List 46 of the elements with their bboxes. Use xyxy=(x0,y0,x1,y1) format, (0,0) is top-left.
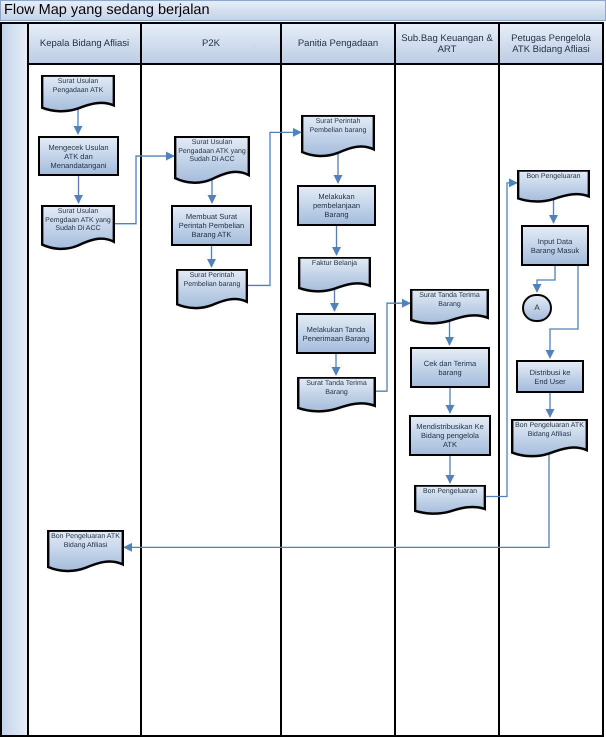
swimlane xyxy=(498,22,604,737)
arrow xyxy=(545,391,555,418)
node-label: A xyxy=(534,302,540,314)
document-shape xyxy=(41,75,115,113)
lane-header: Sub.Bag Keuangan & ART xyxy=(396,24,498,65)
process-box xyxy=(297,185,376,226)
process-box xyxy=(410,347,490,388)
document-shape xyxy=(517,170,590,203)
arrow xyxy=(115,152,175,224)
arrow xyxy=(445,386,455,414)
arrow xyxy=(376,298,411,392)
side-band xyxy=(0,22,29,737)
document-shape xyxy=(511,419,588,458)
document-shape xyxy=(47,530,124,573)
process-box xyxy=(516,360,584,393)
lane-header: Kepala Bidang Afliasi xyxy=(29,24,140,65)
arrow xyxy=(248,128,302,286)
arrow xyxy=(206,244,216,268)
arrow xyxy=(486,178,518,498)
swimlane xyxy=(140,22,282,737)
document-shape xyxy=(414,485,486,515)
arrow xyxy=(332,224,342,256)
document-shape xyxy=(174,136,250,185)
document-shape xyxy=(176,269,248,310)
arrow xyxy=(545,264,579,359)
arrow xyxy=(532,264,556,293)
arrow xyxy=(445,454,455,484)
swimlane xyxy=(280,22,396,737)
diagram-title: Flow Map yang sedang berjalan xyxy=(0,0,606,21)
document-shape xyxy=(297,377,376,413)
document-shape xyxy=(301,115,375,158)
arrow xyxy=(74,174,84,204)
document-shape xyxy=(41,205,115,251)
document-shape xyxy=(298,257,371,293)
arrow xyxy=(331,352,341,376)
lane-header: Petugas Pengelola ATK Bidang Afliasi xyxy=(500,24,602,65)
process-box xyxy=(171,205,252,246)
process-box xyxy=(521,225,589,266)
process-box xyxy=(296,313,376,354)
lane-header: P2K xyxy=(142,24,280,65)
process-box xyxy=(409,415,491,456)
document-shape xyxy=(410,289,489,325)
lane-header: Panitia Pengadaan xyxy=(282,24,394,65)
swimlane xyxy=(394,22,500,737)
swimlane xyxy=(27,22,142,737)
process-box xyxy=(38,136,119,176)
